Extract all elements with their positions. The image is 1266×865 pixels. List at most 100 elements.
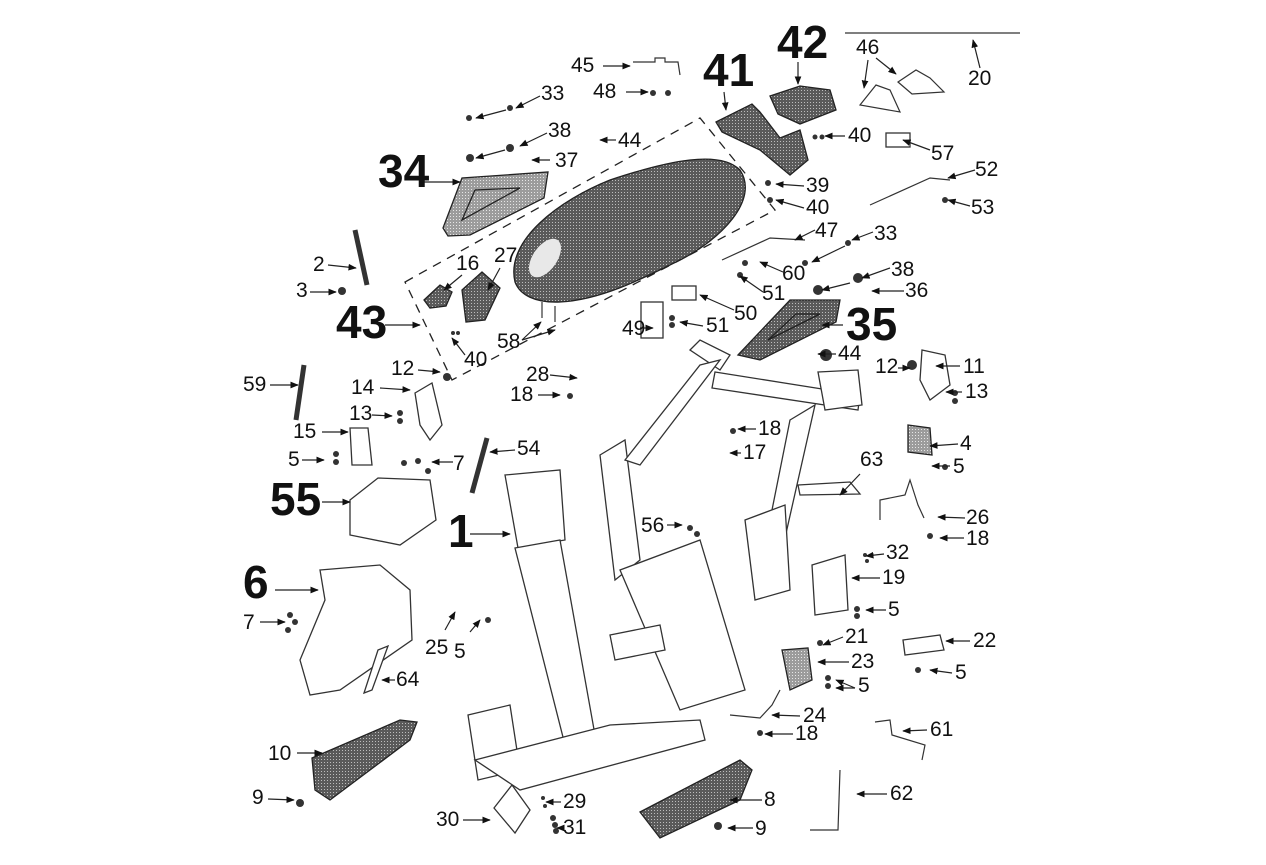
callout-label-61: 61 <box>930 718 953 741</box>
hinge-50 <box>671 285 697 301</box>
backrest-pad <box>715 103 809 176</box>
callout-label-13: 13 <box>349 402 372 425</box>
callout-label-9: 9 <box>252 786 264 809</box>
callout-label-13: 13 <box>965 380 988 403</box>
callout-label-48: 48 <box>593 80 616 103</box>
callout-label-60: 60 <box>782 262 805 285</box>
callout-label-5: 5 <box>955 661 967 684</box>
bracket-11 <box>919 349 951 401</box>
leader-arrow-13 <box>371 412 393 419</box>
callout-label-59: 59 <box>243 373 266 396</box>
callout-label-55: 55 <box>270 473 321 525</box>
leader-arrow-32 <box>865 551 885 559</box>
panel-8 <box>639 759 753 839</box>
callout-label-31: 31 <box>563 816 586 839</box>
callout-label-21: 21 <box>845 625 868 648</box>
callout-label-34: 34 <box>378 145 430 197</box>
leader-arrow-38 <box>861 267 891 279</box>
callout-label-32: 32 <box>886 541 909 564</box>
callout-label-35: 35 <box>846 298 897 350</box>
leader-arrow-33 <box>851 231 874 241</box>
callout-label-6: 6 <box>243 556 269 608</box>
leader-arrow-33 <box>811 245 846 263</box>
leader-arrow-27 <box>487 267 501 291</box>
callout-label-50: 50 <box>734 302 757 325</box>
callout-label-11: 11 <box>963 355 985 378</box>
hook-right <box>897 69 946 95</box>
leader-arrow-14 <box>379 386 411 393</box>
leader-arrow-12 <box>417 367 441 375</box>
leader-arrow-40 <box>775 198 805 209</box>
callout-label-53: 53 <box>971 196 994 219</box>
seat-assembly-outline <box>404 117 777 381</box>
bracket-19 <box>811 554 849 616</box>
callout-label-63: 63 <box>860 448 883 471</box>
callout-label-38: 38 <box>891 258 914 281</box>
bracket-22 <box>902 634 945 656</box>
callout-label-51: 51 <box>762 282 785 305</box>
leader-arrow-46 <box>875 57 897 75</box>
leader-arrow-57 <box>902 139 931 151</box>
callout-label-40: 40 <box>806 196 829 219</box>
plate-4 <box>907 424 933 456</box>
leader-arrow-52 <box>947 169 976 180</box>
wire-26 <box>879 478 925 520</box>
callout-label-56: 56 <box>641 514 664 537</box>
bracket-15 <box>349 427 373 466</box>
leader-arrow-47 <box>794 229 816 241</box>
seat-cushion <box>513 158 746 303</box>
leader-arrow-5 <box>929 667 953 675</box>
leader-arrow-21 <box>822 636 844 646</box>
leader-arrow-26 <box>937 513 966 521</box>
callout-label-26: 26 <box>966 506 989 529</box>
mount-55 <box>349 477 437 546</box>
callout-label-8: 8 <box>764 788 776 811</box>
wire-24 <box>729 689 781 719</box>
leader-lines <box>260 39 981 832</box>
wire-62 <box>810 769 841 831</box>
part-illustrations <box>285 32 1020 839</box>
callout-label-4: 4 <box>960 432 972 455</box>
callout-label-25: 25 <box>425 636 448 659</box>
leader-arrow-46 <box>861 59 869 89</box>
rod-2 <box>352 229 370 286</box>
callout-label-15: 15 <box>293 420 316 443</box>
leader-arrow-28 <box>549 373 578 381</box>
callout-label-64: 64 <box>396 668 420 691</box>
leader-arrow-63 <box>839 473 861 496</box>
callout-label-45: 45 <box>571 54 594 77</box>
rod-59 <box>293 364 307 421</box>
callout-label-44: 44 <box>618 129 642 152</box>
rod-54 <box>469 437 490 494</box>
seat-highlight <box>529 238 561 278</box>
cable-52 <box>869 177 951 206</box>
wire-61 <box>874 719 926 761</box>
callout-label-20: 20 <box>968 67 991 90</box>
callout-label-17: 17 <box>743 441 766 464</box>
callout-label-52: 52 <box>975 158 998 181</box>
callout-label-18: 18 <box>758 417 781 440</box>
seat-latch <box>423 284 453 309</box>
callout-label-40: 40 <box>464 348 487 371</box>
callout-label-44: 44 <box>838 342 862 365</box>
callout-label-7: 7 <box>243 611 255 634</box>
leader-arrow-39 <box>775 181 805 188</box>
pad-64 <box>362 644 390 695</box>
callout-label-47: 47 <box>815 219 838 242</box>
callout-label-40: 40 <box>848 124 871 147</box>
panel-10 <box>311 719 418 801</box>
subframe-6 <box>299 564 413 696</box>
callout-label-9: 9 <box>755 817 767 840</box>
callout-label-18: 18 <box>795 722 818 745</box>
leader-arrow-60 <box>759 261 784 273</box>
callout-label-33: 33 <box>541 82 564 105</box>
callout-label-10: 10 <box>268 742 291 765</box>
leader-arrow-38 <box>821 282 851 292</box>
callout-label-14: 14 <box>351 376 375 399</box>
callout-label-37: 37 <box>555 149 578 172</box>
leader-arrow-38 <box>519 132 548 147</box>
callout-label-57: 57 <box>931 142 954 165</box>
callout-label-39: 39 <box>806 174 829 197</box>
